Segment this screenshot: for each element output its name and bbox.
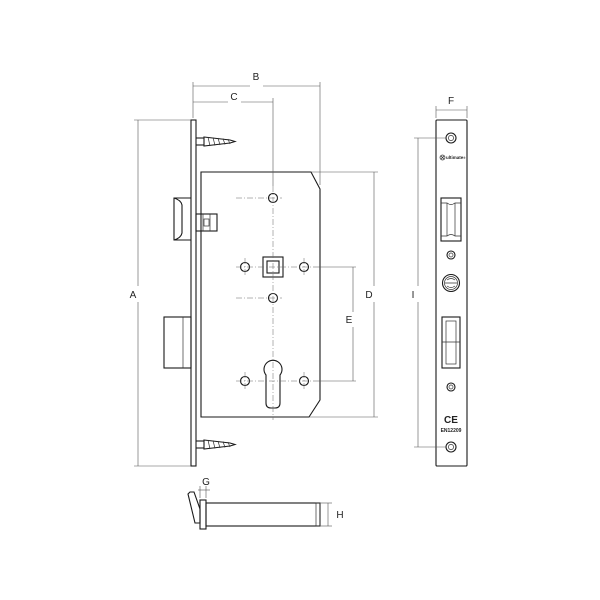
dimension-e-label: E	[346, 315, 353, 326]
dimension-h: H	[320, 502, 344, 527]
dimension-e: E	[313, 266, 356, 382]
bottom-screw	[196, 439, 237, 450]
dimension-b-label: B	[253, 72, 260, 83]
dimension-h-label: H	[336, 510, 343, 521]
dimension-a: A	[130, 119, 191, 467]
certification-badge	[441, 273, 461, 293]
top-view	[187, 491, 321, 530]
brand-name: ultimate®	[446, 155, 466, 160]
cylinder-row	[239, 359, 310, 409]
dimension-c: C	[193, 92, 274, 186]
centre-lines	[236, 186, 313, 420]
faceplate-screw-hole-top	[445, 132, 457, 144]
forend-plate	[190, 119, 197, 467]
dimension-f: F	[435, 96, 468, 118]
dimension-d: D	[309, 171, 378, 418]
faceplate-front-view: ultimate® CE	[435, 119, 468, 467]
faceplate-fixing-hole-low	[446, 382, 456, 392]
lock-case	[200, 171, 321, 418]
faceplate-fixing-hole-mid	[446, 250, 456, 260]
faceplate	[435, 119, 468, 467]
case-plan	[205, 502, 321, 527]
ce-mark: CE	[444, 415, 458, 426]
dimension-b: B	[192, 72, 321, 185]
dimension-c-label: C	[230, 92, 237, 103]
dimension-f-label: F	[448, 96, 454, 107]
dead-bolt	[163, 316, 192, 369]
lock-side-view	[163, 119, 321, 467]
euro-cylinder-cutout	[263, 359, 283, 409]
dimension-i: I	[412, 137, 446, 448]
top-screw	[196, 136, 237, 147]
faceplate-screw-hole-bottom	[445, 441, 457, 453]
brand-logo	[439, 154, 446, 161]
standard-text: EN12209	[441, 428, 462, 434]
latch-bolt	[173, 197, 218, 241]
dimension-i-label: I	[412, 290, 415, 301]
dimension-a-label: A	[130, 290, 137, 301]
dimension-g: G	[198, 477, 210, 498]
deadbolt-slot	[441, 316, 461, 369]
dimension-d-label: D	[365, 290, 372, 301]
dimension-g-label: G	[202, 477, 210, 488]
latch-head-plan	[187, 491, 201, 524]
latch-slot	[440, 197, 462, 242]
